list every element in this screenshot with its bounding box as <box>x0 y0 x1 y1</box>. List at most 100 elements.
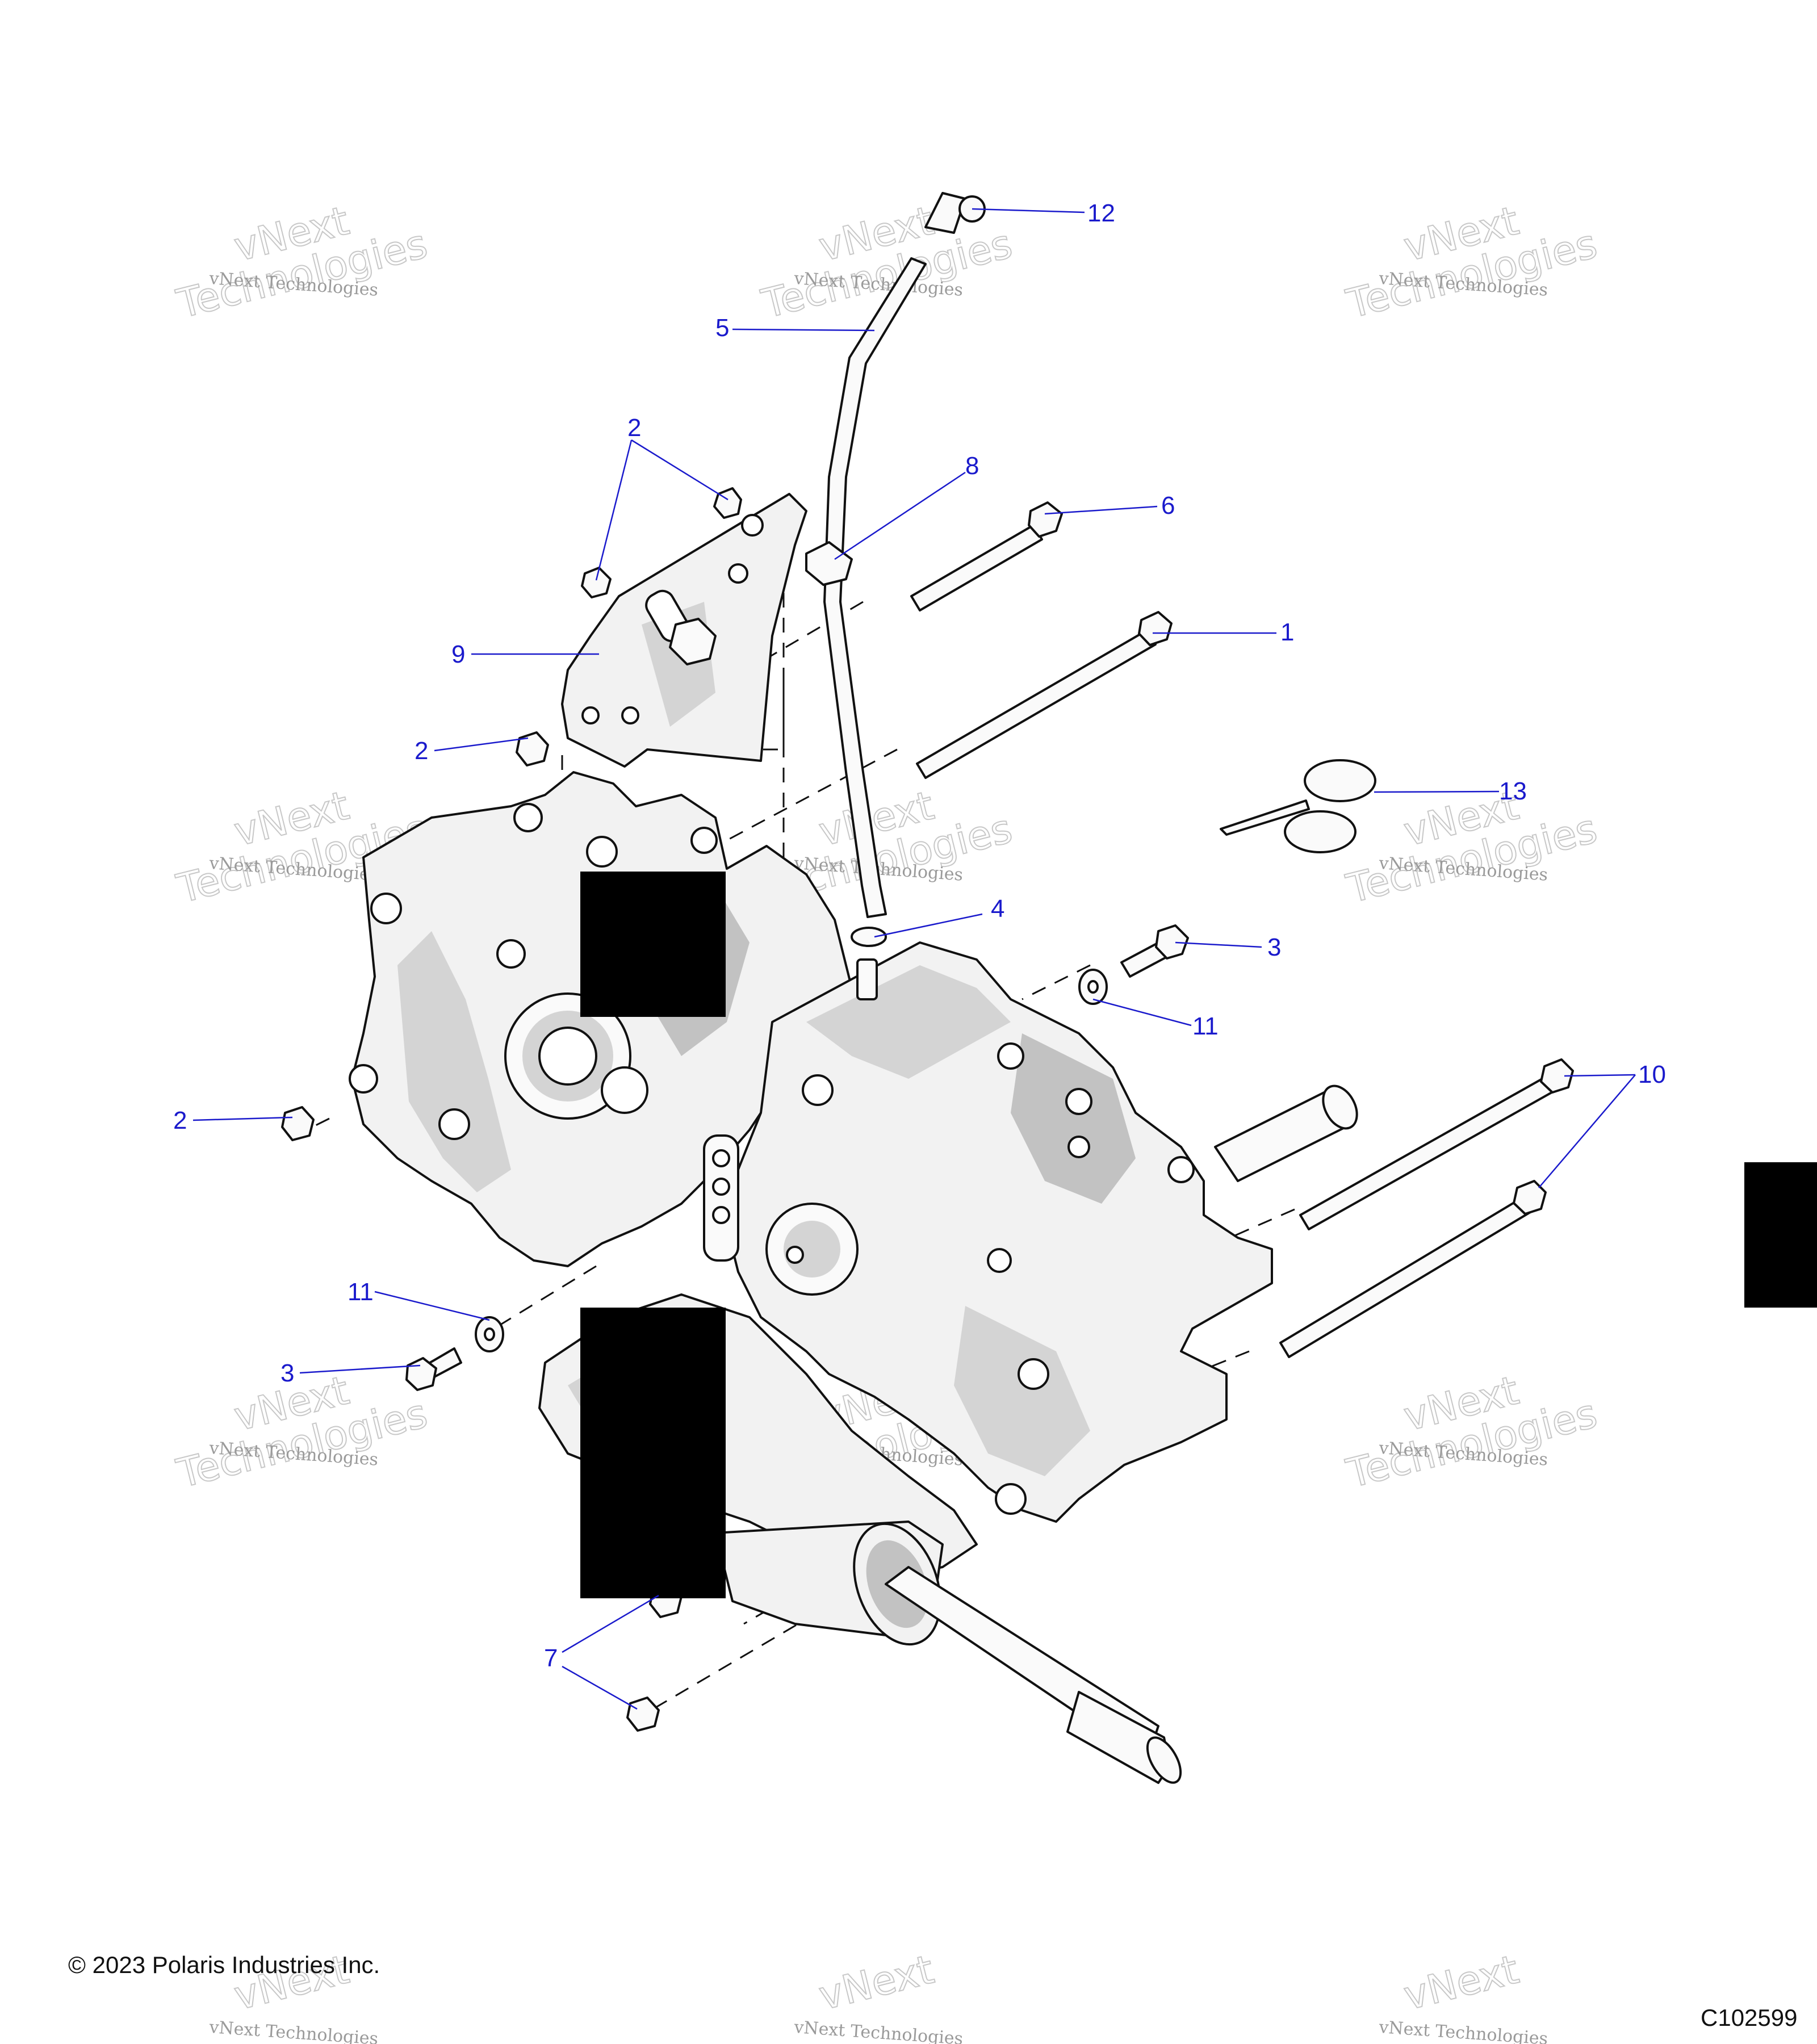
plug-body <box>805 541 853 586</box>
nut-d-body <box>281 1106 315 1141</box>
callout-10[interactable]: 10 <box>1638 1061 1666 1088</box>
boss-hole-1 <box>370 893 402 924</box>
watermark-12: vNext vNext Technologies <box>1378 1945 1548 2044</box>
leader-3a <box>1175 941 1262 948</box>
leader-12 <box>972 208 1085 213</box>
shift-lever-hole-3 <box>712 1206 730 1224</box>
gearcase-hole-6 <box>995 1483 1027 1515</box>
callout-2-top[interactable]: 2 <box>627 414 641 442</box>
callout-4[interactable]: 4 <box>991 895 1004 923</box>
gear-position-sensor-hub <box>786 1246 804 1264</box>
nut-b-body <box>581 567 612 598</box>
transmission-housing <box>349 771 1358 1784</box>
copyright-text: © 2023 Polaris Industries Inc. <box>68 1951 380 1978</box>
callout-1[interactable]: 1 <box>1280 618 1294 646</box>
leader-2d <box>192 1116 293 1121</box>
watermark-big-11: vNext <box>814 1946 938 2019</box>
leader-lines <box>192 208 1636 1710</box>
vent-nipple <box>856 958 878 1000</box>
gearcase-top-face <box>806 965 1011 1079</box>
dash-line-part7-b <box>652 1611 818 1710</box>
leader-3b <box>299 1364 421 1374</box>
part-2-nut-c <box>516 731 549 767</box>
boss-hole-6 <box>496 939 526 969</box>
diagram-code: C102599 <box>1701 2004 1797 2031</box>
leader-8 <box>834 471 966 560</box>
part-13-cable-tie <box>1220 759 1376 853</box>
nut-c-body <box>516 731 549 767</box>
shift-lever-hole-2 <box>712 1178 730 1196</box>
clamp-ring <box>851 927 887 947</box>
callout-7[interactable]: 7 <box>544 1644 558 1672</box>
part-2-nut-b <box>581 567 612 598</box>
bolt-10b-head <box>1513 1180 1547 1215</box>
callout-13[interactable]: 13 <box>1499 777 1527 805</box>
part-7-nut-b <box>626 1697 660 1732</box>
redaction-block-1 <box>580 872 726 1017</box>
boss-hole-7 <box>690 827 718 854</box>
bolt-10a-head <box>1540 1058 1574 1094</box>
boss-hole-3 <box>438 1108 470 1140</box>
callout-9[interactable]: 9 <box>451 640 465 668</box>
cable-tie-tail <box>1220 799 1310 836</box>
bracket-stud <box>669 618 717 665</box>
leader-7a <box>562 1594 659 1653</box>
bearing-bore <box>538 1027 597 1086</box>
redaction-block-3 <box>1744 1162 1817 1308</box>
callout-11-right[interactable]: 11 <box>1192 1012 1219 1040</box>
bolt-6-head <box>1028 501 1063 538</box>
callout-8[interactable]: 8 <box>965 452 979 480</box>
watermark-small-10: vNext Technologies <box>208 2017 379 2044</box>
leader-11a <box>1092 998 1192 1027</box>
part-5-vent-hose <box>823 257 927 918</box>
washer-b-hole <box>484 1327 495 1341</box>
callout-5[interactable]: 5 <box>715 314 729 342</box>
watermark-big-12: vNext <box>1399 1946 1523 2019</box>
bolt-6-shank <box>910 524 1043 611</box>
vent-hose <box>823 257 927 918</box>
gearcase-hole-7 <box>1167 1156 1195 1183</box>
part-3-bolt-b <box>405 1347 462 1391</box>
gearcase-hole-4 <box>987 1248 1012 1273</box>
bolt-3a-head <box>1155 924 1189 960</box>
gearcase-lower-shade <box>954 1306 1090 1476</box>
part-1-bolt <box>916 611 1173 779</box>
watermark-1: vNext Technologies vNext Technologies <box>171 196 432 328</box>
bolt-1-shank <box>916 629 1157 779</box>
gearcase-side-shade <box>1011 1033 1136 1204</box>
nut-a-body <box>713 487 742 519</box>
watermark-7: vNext Technologies vNext Technologies <box>171 1366 432 1497</box>
callout-3-left[interactable]: 3 <box>280 1359 294 1387</box>
callout-11-left[interactable]: 11 <box>348 1278 374 1306</box>
watermark-6: vNext Technologies vNext Technologies <box>1341 781 1602 912</box>
callout-3-right[interactable]: 3 <box>1267 933 1281 961</box>
callout-6[interactable]: 6 <box>1161 492 1175 520</box>
callout-12[interactable]: 12 <box>1087 199 1115 227</box>
bolt-1-head <box>1138 611 1173 646</box>
part-6-bolt <box>910 501 1063 611</box>
bracket-hole-4 <box>621 706 639 724</box>
callout-2-left[interactable]: 2 <box>173 1107 187 1134</box>
watermark-3: vNext Technologies vNext Technologies <box>1341 196 1602 328</box>
left-case-shade <box>397 931 511 1192</box>
boss-hole-5 <box>586 836 618 868</box>
leader-4 <box>874 913 983 938</box>
gearcase-hole-8 <box>802 1074 834 1106</box>
leader-7b <box>562 1665 638 1710</box>
shift-lever <box>703 1134 739 1262</box>
leader-10a <box>1564 1074 1636 1077</box>
dash-line-part1 <box>556 748 898 932</box>
part-9-bracket <box>561 493 807 768</box>
part-10-bolt-a <box>1299 1058 1574 1230</box>
watermark-small-12: vNext Technologies <box>1378 2017 1548 2044</box>
callout-2-mid[interactable]: 2 <box>415 737 428 765</box>
nut-7b-body <box>626 1697 660 1732</box>
watermark-small-11: vNext Technologies <box>793 2017 964 2044</box>
part-11-washer-a <box>1078 969 1108 1005</box>
gearcase-hole-1 <box>997 1042 1024 1070</box>
boss-hole-2 <box>349 1064 378 1094</box>
part-3-bolt-a <box>1120 924 1189 978</box>
leader-10b <box>1538 1074 1636 1188</box>
leader-13 <box>1374 790 1500 793</box>
